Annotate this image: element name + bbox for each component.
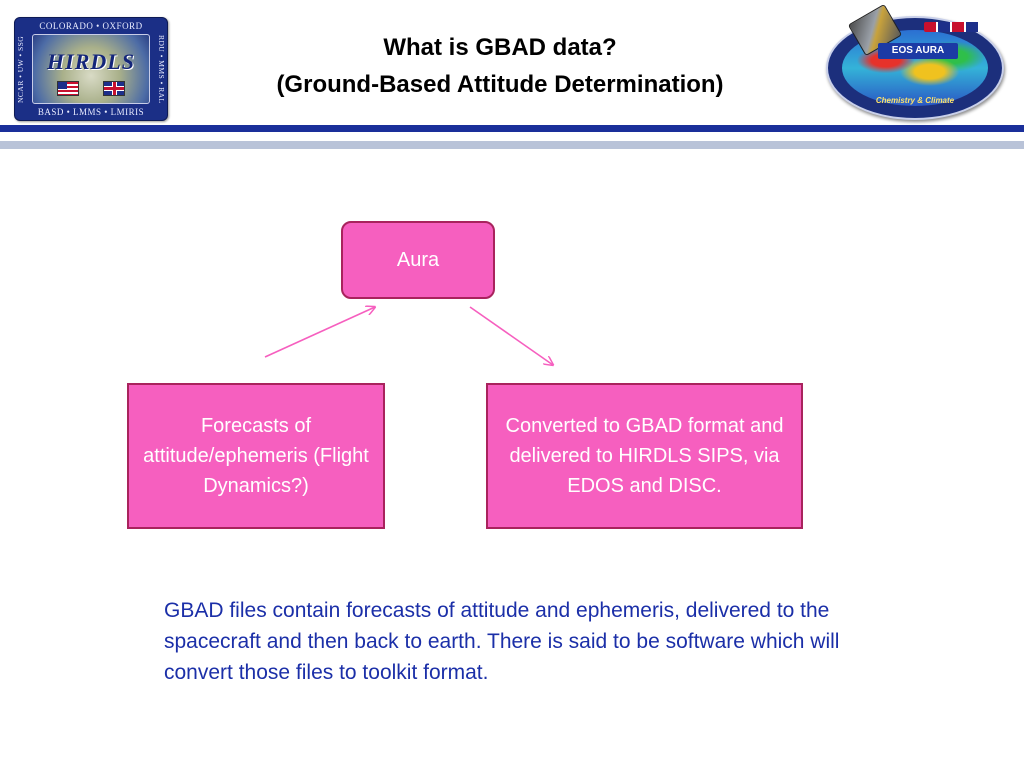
hirdls-logo-bottom-text: BASD • LMMS • LMIRIS (37, 107, 145, 117)
hirdls-logo-right-text: RDU • MMS • RAL (157, 34, 166, 104)
node-aura: Aura (341, 221, 495, 299)
node-forecasts: Forecasts of attitude/ephemeris (Flight … (127, 383, 385, 529)
eos-aura-logo: EOS AURA Chemistry & Climate (826, 3, 1004, 120)
slide-title-line1: What is GBAD data? (383, 34, 617, 61)
gbad-note-text: GBAD files contain forecasts of attitude… (164, 599, 840, 684)
hirdls-logo-word: HIRDLS (47, 49, 135, 74)
node-converted: Converted to GBAD format and delivered t… (486, 383, 803, 529)
node-forecasts-label: Forecasts of attitude/ephemeris (Flight … (143, 415, 369, 497)
slide-title-line2: (Ground-Based Attitude Determination) (276, 71, 724, 98)
hirdls-logo: COLORADO • OXFORD NCAR • UW • SSG RDU • … (14, 17, 168, 121)
hirdls-logo-left-text: NCAR • UW • SSG (16, 35, 25, 103)
eos-aura-logo-subtitle: Chemistry & Climate (875, 96, 955, 105)
header-rule-light (0, 141, 1024, 149)
uk-flag-icon (103, 81, 125, 96)
us-flag-icon (57, 81, 79, 96)
node-converted-label: Converted to GBAD format and delivered t… (505, 415, 784, 497)
arrow-aura-to-converted (469, 306, 553, 365)
node-aura-label: Aura (396, 249, 440, 271)
eos-aura-logo-label: EOS AURA (878, 43, 958, 59)
arrow-forecast-to-aura (264, 307, 375, 358)
hirdls-logo-top-text: COLORADO • OXFORD (39, 21, 143, 31)
header-rule-dark (0, 125, 1024, 132)
partner-flags-icon (924, 22, 980, 32)
hirdls-logo-globe: HIRDLS (32, 34, 150, 104)
